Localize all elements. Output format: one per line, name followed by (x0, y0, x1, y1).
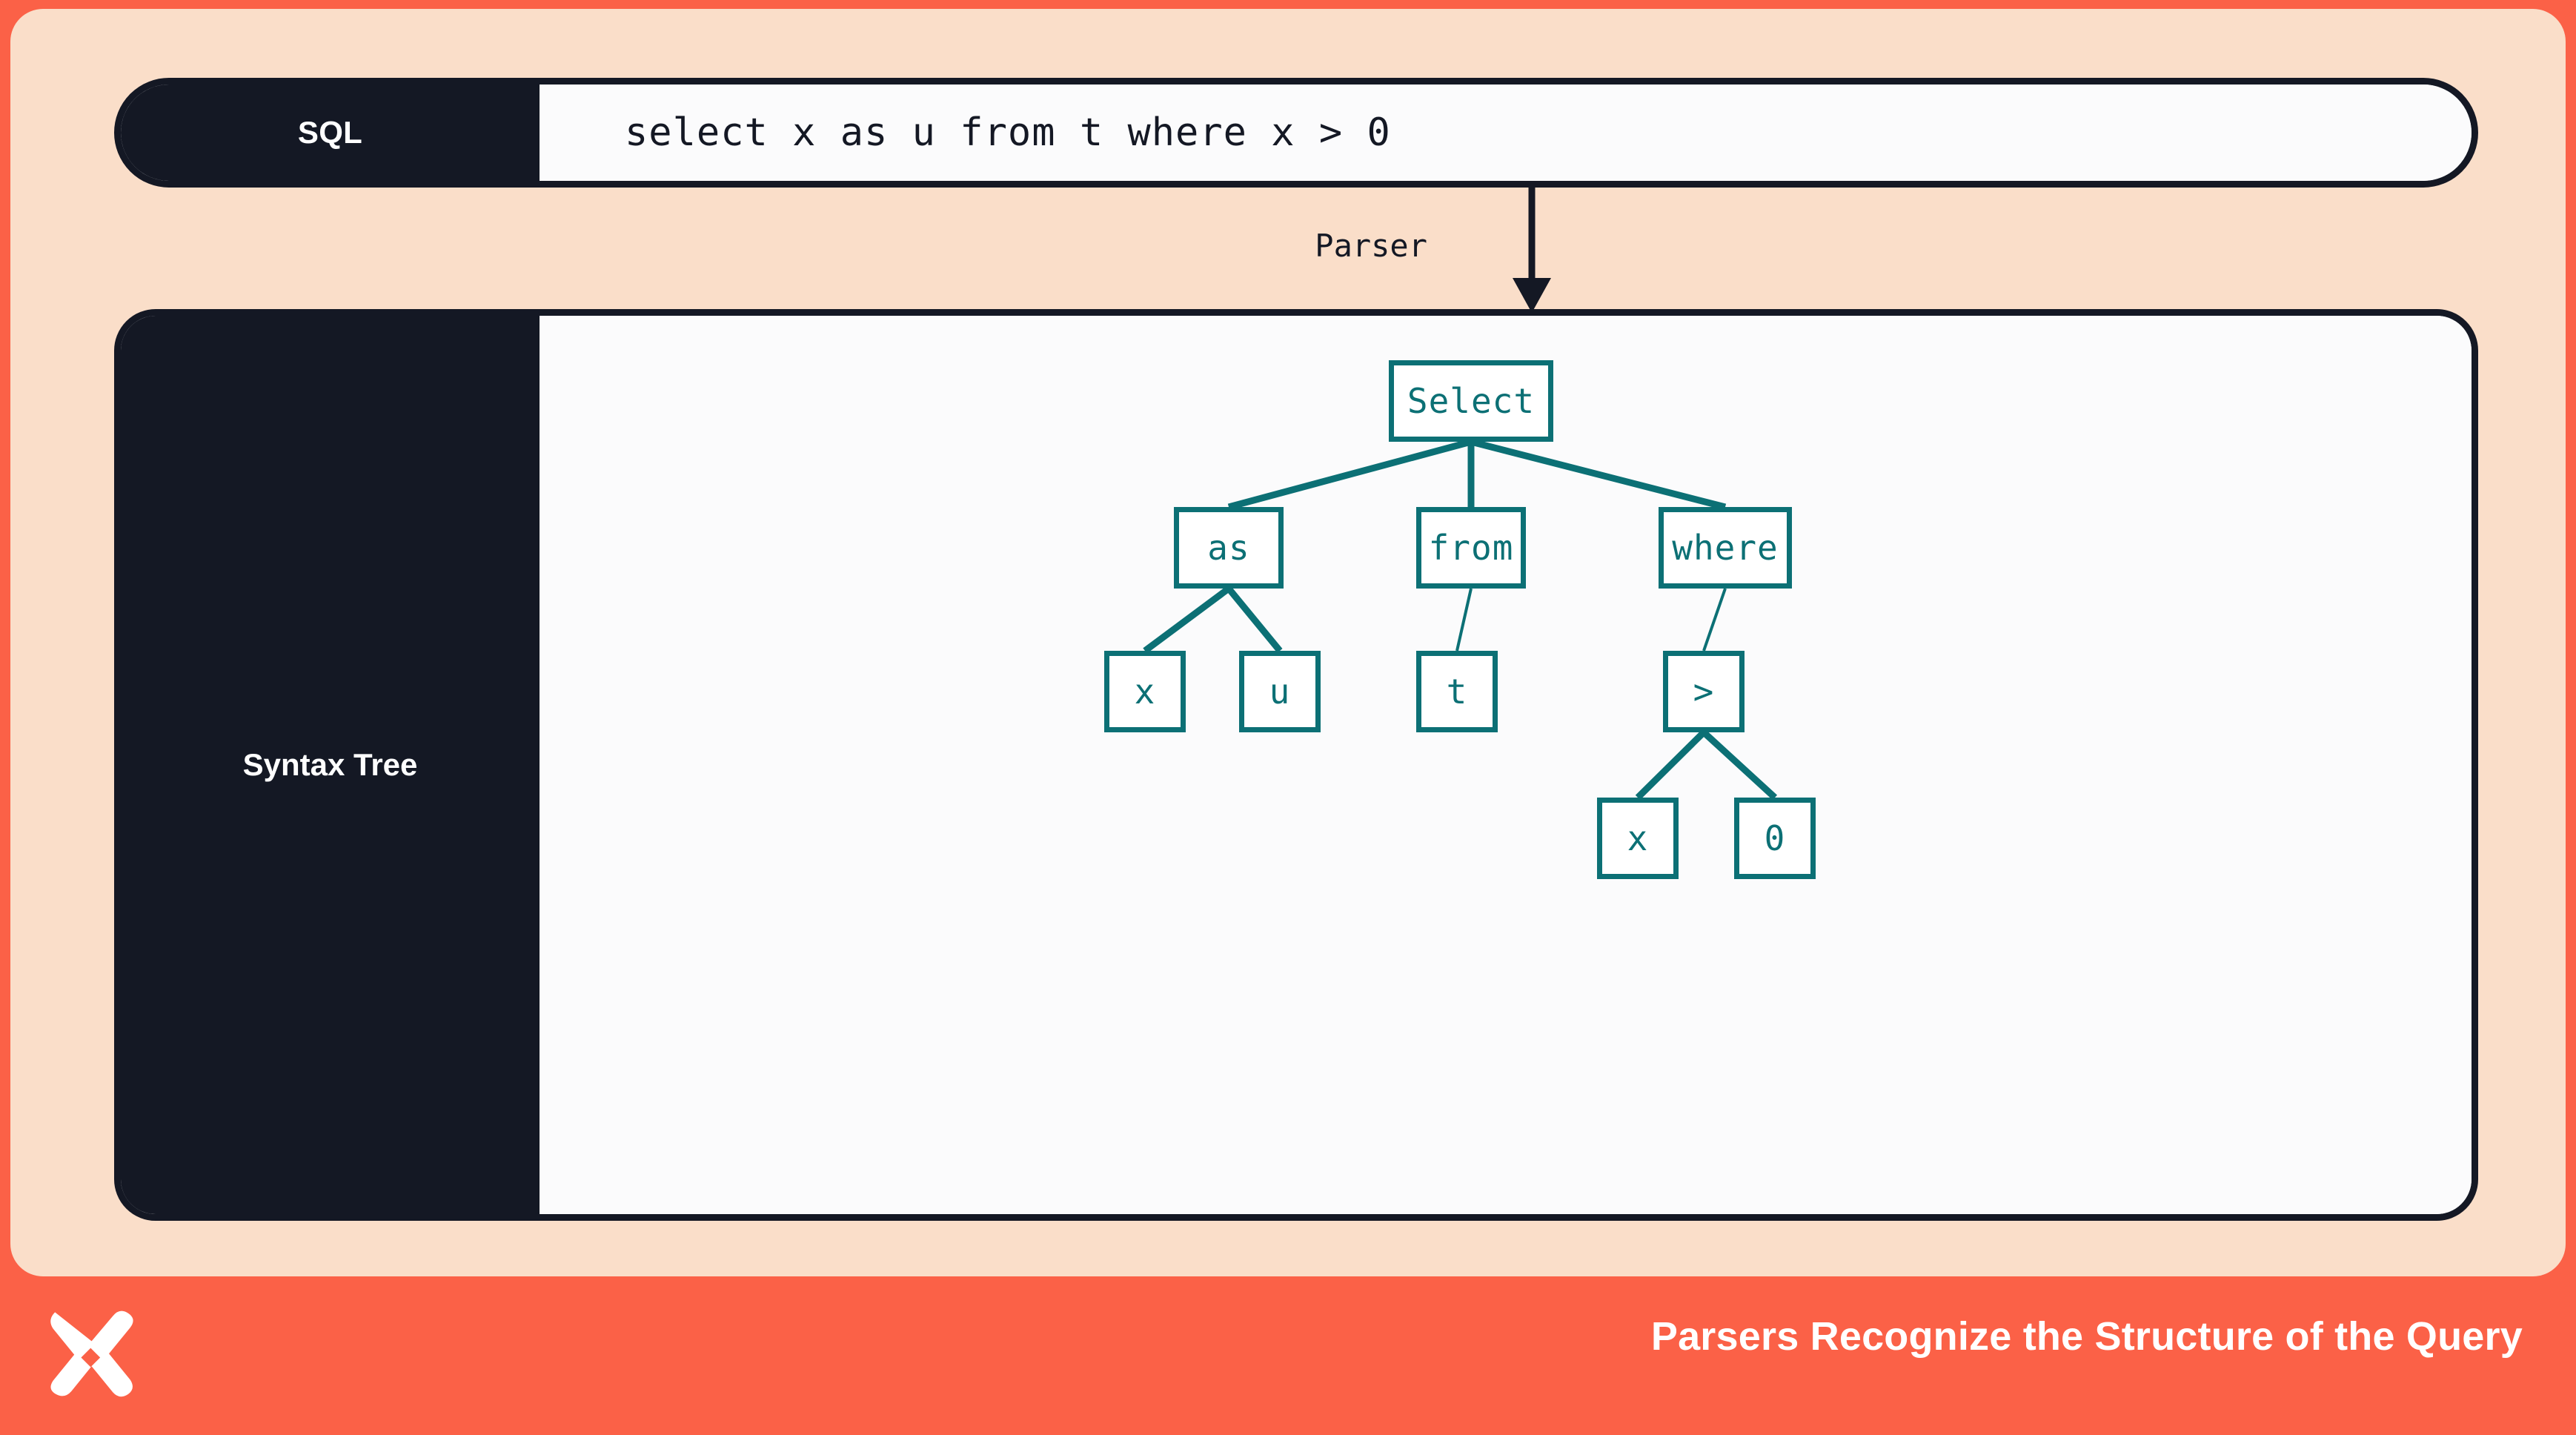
parser-transform: Parser (1300, 188, 1611, 313)
tree-node-t[interactable]: t (1416, 651, 1498, 732)
tree-node-where[interactable]: where (1659, 507, 1792, 589)
tree-node-gt[interactable]: > (1663, 651, 1745, 732)
sql-query-text[interactable]: select x as u from t where x > 0 (540, 84, 2472, 181)
tree-node-x1[interactable]: x (1104, 651, 1186, 732)
syntax-tree-label: Syntax Tree (121, 316, 540, 1214)
arrow-down-icon (1513, 188, 1551, 313)
tree-node-u[interactable]: u (1239, 651, 1321, 732)
tree-node-from[interactable]: from (1416, 507, 1526, 589)
parser-label: Parser (1315, 228, 1427, 264)
butterfly-x-logo-icon (50, 1310, 133, 1397)
footer-caption: Parsers Recognize the Structure of the Q… (1650, 1314, 2523, 1359)
footer-bar: Parsers Recognize the Structure of the Q… (0, 1276, 2576, 1435)
content-panel: SQL select x as u from t where x > 0 Par… (10, 9, 2566, 1276)
tree-node-select[interactable]: Select (1389, 360, 1553, 442)
tree-edges (1143, 438, 1778, 801)
tree-node-zero[interactable]: 0 (1734, 798, 1816, 879)
sql-input-row: SQL select x as u from t where x > 0 (114, 78, 2478, 188)
tree-node-x2[interactable]: x (1597, 798, 1679, 879)
sql-row-label: SQL (121, 84, 540, 181)
tree-node-as[interactable]: as (1174, 507, 1284, 589)
